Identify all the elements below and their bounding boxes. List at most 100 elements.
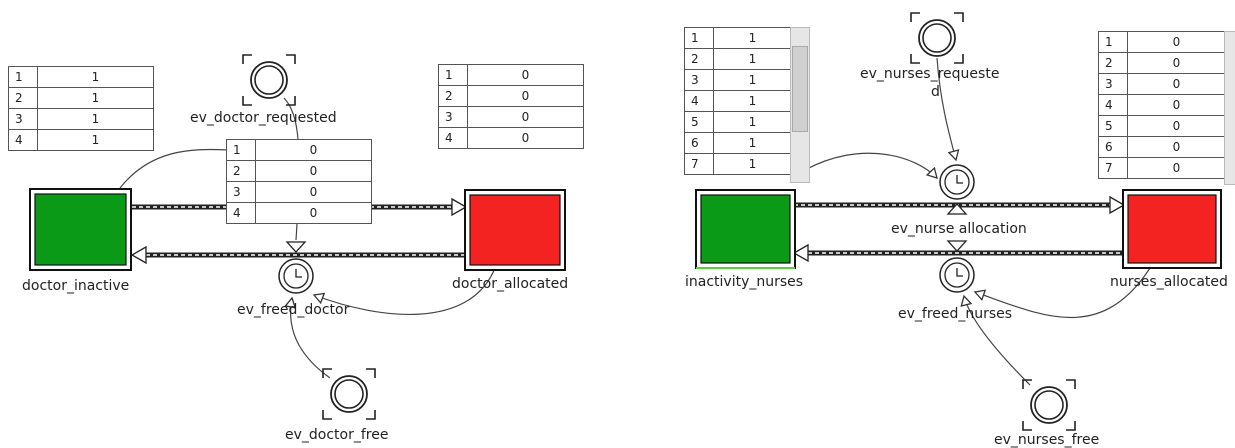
label-nurses-allocated: nurses_allocated [1110, 274, 1228, 290]
token-value: 1 [713, 90, 792, 112]
label-ev-nurses-requested-line2: d [931, 84, 940, 100]
token-value: 1 [37, 108, 154, 130]
token-index: 5 [1098, 115, 1128, 137]
token-index: 1 [1098, 31, 1128, 53]
scrollbar-thumb-inactivity-nurses[interactable] [792, 46, 808, 132]
token-index: 2 [1098, 52, 1128, 74]
arrow-allocated-to-inactive [130, 245, 147, 265]
label-ev-freed-nurses: ev_freed_nurses [898, 306, 1013, 322]
token-value: 0 [467, 127, 584, 149]
label-ev-doctor-free: ev_doctor_free [285, 427, 389, 443]
token-index: 7 [1098, 157, 1128, 179]
token-value: 0 [255, 139, 372, 161]
token-value: 0 [467, 64, 584, 86]
token-index: 1 [684, 27, 714, 49]
token-index: 2 [438, 85, 468, 107]
token-value: 1 [713, 153, 792, 175]
label-ev-freed-doctor: ev_freed_doctor [237, 302, 350, 318]
label-doctor-allocated: doctor_allocated [452, 276, 569, 292]
scrollbar-nurses-allocated[interactable] [1224, 31, 1235, 185]
token-value: 0 [1127, 115, 1226, 137]
token-index: 5 [684, 111, 714, 133]
label-ev-doctor-requested: ev_doctor_requested [190, 110, 337, 126]
arc-free-to-freed [964, 296, 1031, 386]
transition-ev-doctor-requested[interactable] [242, 54, 296, 106]
token-index: 6 [684, 132, 714, 154]
token-index: 3 [8, 108, 38, 130]
transition-ev-freed-nurses[interactable] [939, 240, 975, 293]
arc-allocated-to-freed [314, 267, 496, 316]
token-index: 7 [684, 153, 714, 175]
arrow-allocated-to-inactive [792, 243, 809, 263]
arrow-inactive-to-allocated [451, 197, 468, 217]
token-value: 0 [1127, 31, 1226, 53]
token-index: 2 [8, 87, 38, 109]
transition-ev-nurses-requested[interactable] [910, 12, 964, 64]
token-index: 2 [684, 48, 714, 70]
arc-table-to-allocation [804, 152, 937, 178]
token-index: 1 [8, 66, 38, 88]
token-value: 0 [467, 106, 584, 128]
token-index: 4 [684, 90, 714, 112]
token-value: 0 [255, 181, 372, 203]
token-value: 1 [713, 48, 792, 70]
token-index: 2 [226, 160, 256, 182]
token-index: 6 [1098, 136, 1128, 158]
token-index: 4 [8, 129, 38, 151]
token-value: 1 [713, 132, 792, 154]
token-index: 3 [438, 106, 468, 128]
token-value: 0 [1127, 94, 1226, 116]
token-value: 0 [1127, 157, 1226, 179]
token-value: 0 [467, 85, 584, 107]
token-index: 3 [226, 181, 256, 203]
token-index: 4 [438, 127, 468, 149]
label-inactivity-nurses: inactivity_nurses [685, 274, 804, 290]
token-value: 1 [713, 27, 792, 49]
arc-allocated-to-freed [975, 267, 1151, 319]
place-doctor-inactive-fill [34, 193, 127, 266]
label-ev-nurse-allocation: ev_nurse allocation [891, 221, 1027, 237]
token-value: 0 [255, 160, 372, 182]
token-value: 1 [713, 69, 792, 91]
token-index: 4 [226, 202, 256, 224]
transition-ev-nurse-allocation[interactable] [939, 164, 975, 215]
token-index: 3 [684, 69, 714, 91]
transition-ev-freed-doctor[interactable] [278, 241, 314, 294]
arrow-inactive-to-allocated [1109, 195, 1126, 215]
token-index: 4 [1098, 94, 1128, 116]
token-value: 1 [37, 129, 154, 151]
token-index: 1 [438, 64, 468, 86]
token-value: 0 [1127, 52, 1226, 74]
label-ev-nurses-requested-line1: ev_nurses_requeste [860, 66, 1000, 82]
label-ev-nurses-free: ev_nurses_free [994, 432, 1100, 448]
arc-table-to-inactive [119, 148, 229, 189]
transition-ev-doctor-free[interactable] [322, 368, 376, 420]
place-doctor-allocated-fill [469, 194, 561, 266]
arc-requested-to-allocation [936, 57, 956, 160]
transition-ev-nurses-free[interactable] [1022, 379, 1076, 431]
token-index: 3 [1098, 73, 1128, 95]
token-value: 0 [1127, 73, 1226, 95]
